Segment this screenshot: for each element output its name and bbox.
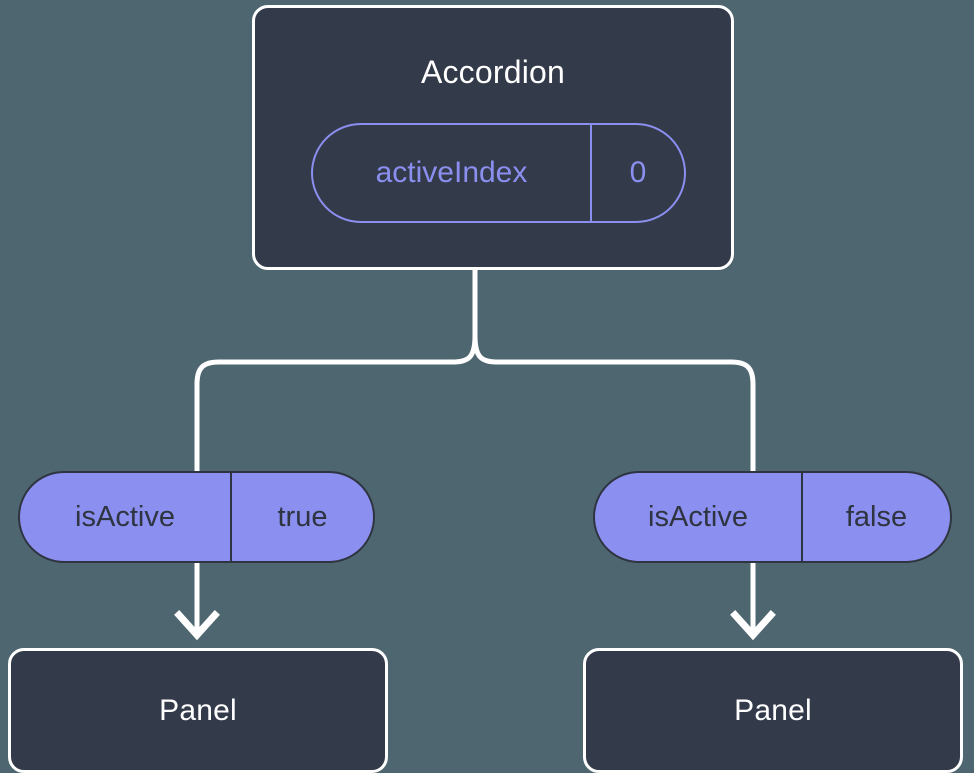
prop-pill-is-active-true[interactable]: isActive true	[18, 471, 375, 563]
node-panel-right[interactable]: Panel	[583, 648, 963, 773]
node-accordion-title: Accordion	[420, 54, 566, 90]
arrow-head-left	[174, 610, 220, 641]
prop-pill-active-index[interactable]: activeIndex 0	[311, 123, 686, 223]
prop-pill-active-index-value: 0	[629, 156, 647, 189]
prop-pill-is-active-false-key: isActive	[595, 473, 803, 561]
prop-pill-is-active-false-value: false	[845, 500, 908, 533]
prop-pill-is-active-true-key: isActive	[20, 473, 232, 561]
node-panel-left[interactable]: Panel	[8, 648, 388, 773]
connector-fork-right	[472, 335, 756, 478]
arrow-head-right	[730, 610, 776, 641]
prop-pill-is-active-true-value: true	[277, 500, 328, 533]
node-accordion[interactable]: Accordion activeIndex 0	[252, 5, 734, 270]
node-panel-right-title: Panel	[734, 693, 812, 727]
connector-fork-left	[194, 335, 478, 478]
prop-pill-active-index-key: activeIndex	[313, 125, 592, 221]
node-panel-left-title: Panel	[159, 693, 237, 727]
prop-pill-is-active-false[interactable]: isActive false	[593, 471, 952, 563]
